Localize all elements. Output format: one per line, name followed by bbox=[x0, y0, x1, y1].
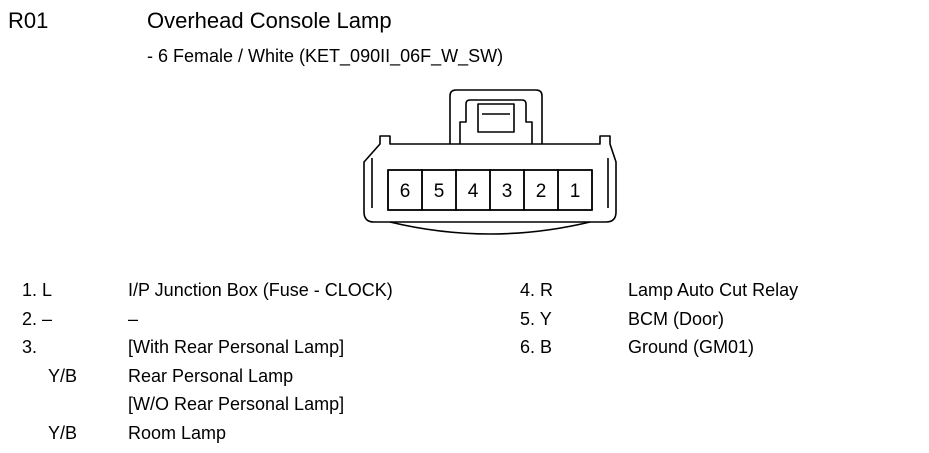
pin-description: – bbox=[128, 308, 139, 329]
pin-label: 3. bbox=[22, 337, 38, 357]
pin-label: 1. L bbox=[22, 280, 53, 300]
pin-label: 6. B bbox=[520, 337, 553, 357]
pin-description: [W/O Rear Personal Lamp] bbox=[128, 394, 345, 414]
pin-number: 5 bbox=[434, 181, 445, 202]
latch-inner bbox=[459, 99, 533, 144]
pin-description: Room Lamp bbox=[128, 422, 227, 443]
pin-number: 4 bbox=[468, 181, 479, 202]
connector-diagram: 6 5 4 3 2 1 bbox=[363, 89, 617, 235]
latch-tab bbox=[477, 103, 515, 133]
pin-cell bbox=[557, 169, 593, 211]
pin-label: 5. Y bbox=[520, 308, 552, 329]
pin-number: 3 bbox=[502, 181, 513, 202]
latch-outer bbox=[449, 89, 543, 144]
pin-description: Ground (GM01) bbox=[628, 337, 755, 357]
pin-label: 4. R bbox=[520, 280, 554, 300]
pin-number: 2 bbox=[536, 181, 547, 202]
connector-skirt bbox=[389, 221, 591, 235]
pin-description: Lamp Auto Cut Relay bbox=[628, 280, 799, 300]
pin-number: 6 bbox=[400, 181, 411, 202]
connector-subtitle: - 6 Female / White (KET_090II_06F_W_SW) bbox=[147, 46, 504, 66]
connector-title: Overhead Console Lamp bbox=[147, 8, 392, 33]
pin-description: I/P Junction Box (Fuse - CLOCK) bbox=[128, 280, 393, 300]
pin-label: Y/B bbox=[48, 422, 78, 443]
pin-number: 1 bbox=[570, 181, 581, 202]
pin-label: Y/B bbox=[48, 365, 78, 386]
pin-description: Rear Personal Lamp bbox=[128, 365, 294, 386]
pin-description: BCM (Door) bbox=[628, 308, 725, 329]
pin-description: [With Rear Personal Lamp] bbox=[128, 337, 345, 357]
pin-label: 2. – bbox=[22, 308, 53, 329]
connector-body bbox=[363, 135, 617, 223]
connector-code: R01 bbox=[8, 8, 49, 33]
